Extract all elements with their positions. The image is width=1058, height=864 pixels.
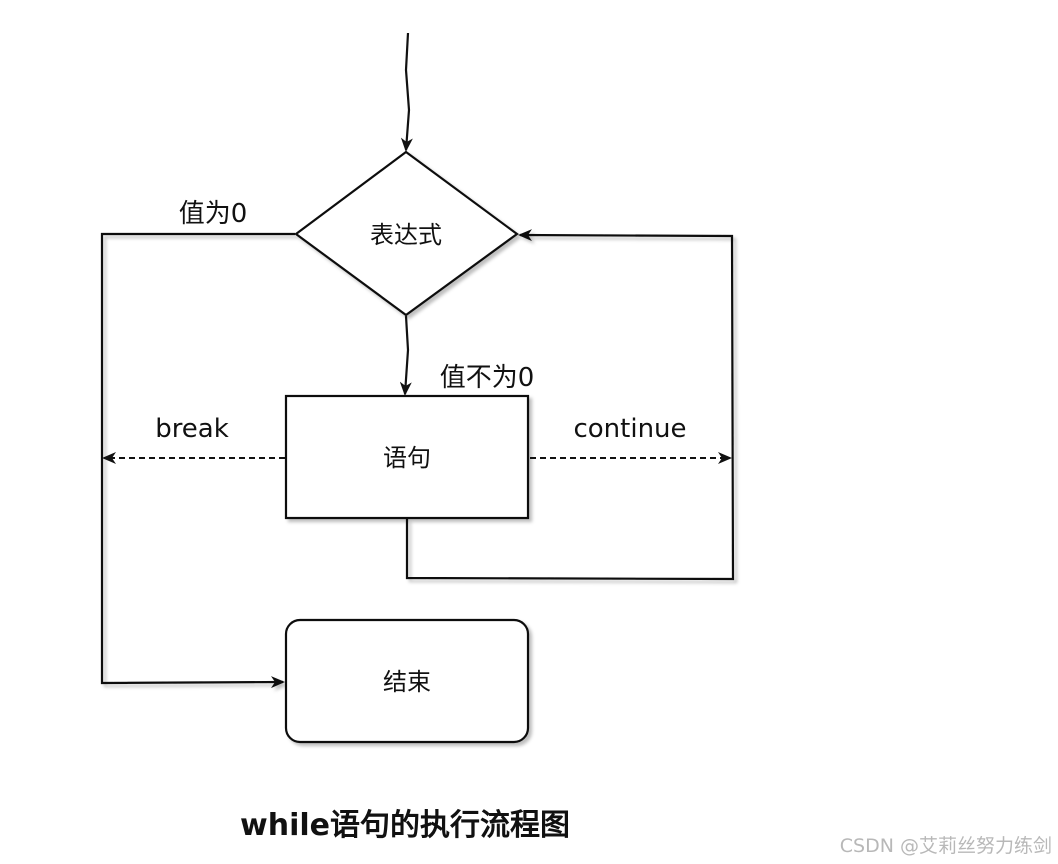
continue-label: continue (573, 414, 686, 444)
flowchart: 表达式 值不为0 语句 值为0 break continue 结束 (100, 32, 735, 744)
statement-box (284, 394, 530, 520)
true-branch-arrow (399, 315, 412, 396)
end-box (284, 618, 530, 744)
diagram-caption: while语句的执行流程图 (240, 808, 570, 843)
entry-arrow (400, 32, 413, 152)
end-label: 结束 (383, 668, 431, 696)
decision-diamond (294, 150, 519, 317)
true-branch-label: 值不为0 (440, 363, 535, 393)
statement-label: 语句 (383, 444, 431, 472)
decision-label: 表达式 (370, 221, 442, 249)
watermark: CSDN @艾莉丝努力练剑 (839, 835, 1052, 857)
break-label: break (155, 414, 229, 444)
loop-back-line (405, 229, 735, 581)
false-branch-label: 值为0 (179, 199, 248, 229)
